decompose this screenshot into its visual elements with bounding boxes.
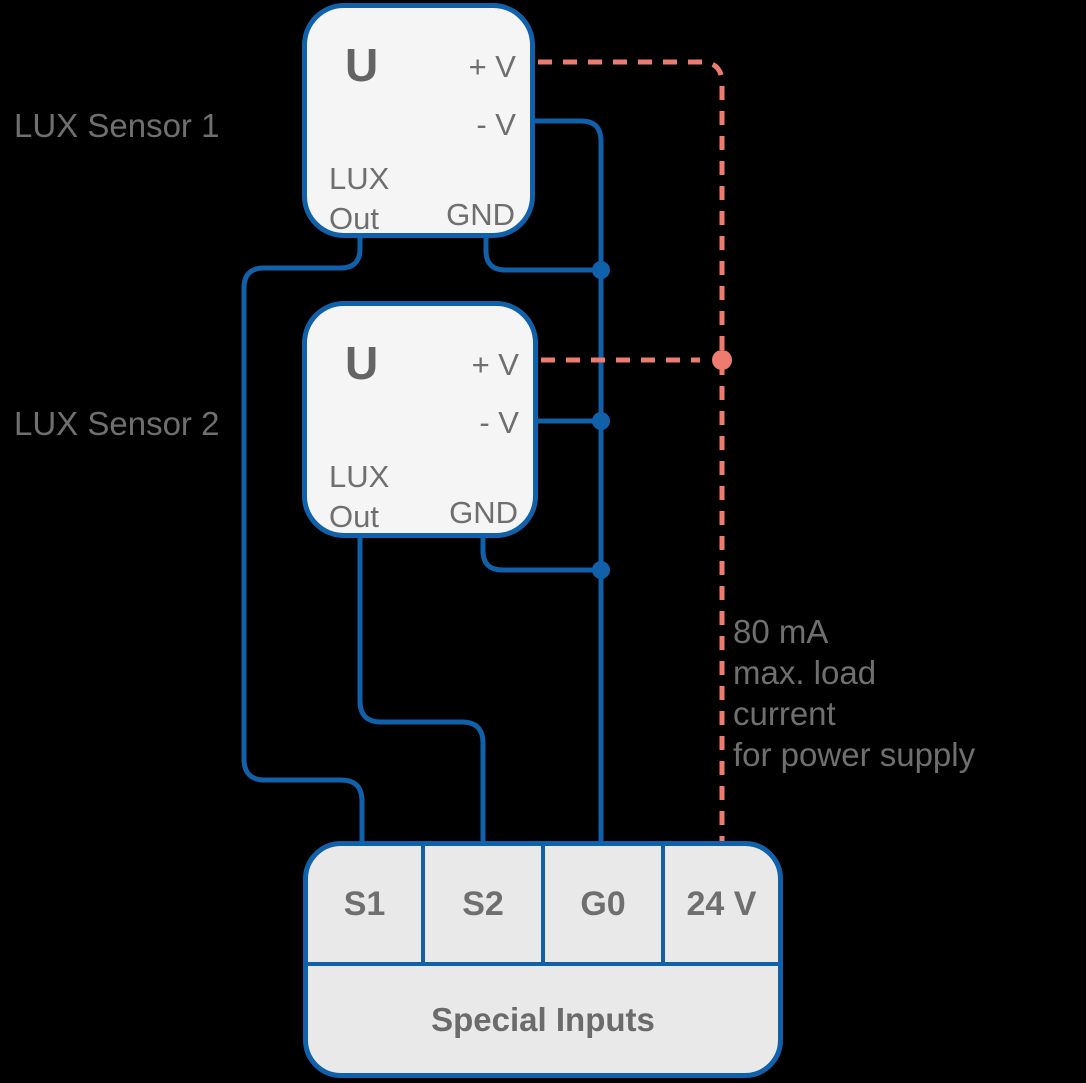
- terminal-divider-3: [661, 846, 665, 962]
- sensor1-pin-plus-v: + V: [468, 49, 516, 84]
- terminal-s2: S2: [462, 885, 504, 923]
- terminal-24v: 24 V: [686, 885, 757, 923]
- annotation-line-4: for power supply: [733, 736, 976, 773]
- junction-dot-power: [712, 350, 732, 370]
- wire-sensor2-gnd: [480, 535, 604, 573]
- terminal-divider-1: [421, 846, 425, 962]
- junction-dot-sensor2-gnd: [592, 561, 610, 579]
- sensor1-pin-lux-out-line2: Out: [329, 201, 379, 236]
- sensor1-pin-lux-out-line1: LUX: [329, 161, 390, 196]
- wire-sensor1-luxout-to-s1: [241, 235, 365, 845]
- wire-sensor1-minusv-to-g0-rail: [532, 118, 604, 845]
- sensor1-name-label: LUX Sensor 1: [14, 107, 220, 144]
- junction-dot-sensor1-gnd: [592, 261, 610, 279]
- wire-sensor2-luxout-to-s2: [357, 535, 486, 845]
- sensor1-box: U + V - V LUX Out GND: [302, 3, 535, 238]
- junction-dot-sensor2-minusv: [592, 412, 610, 430]
- terminal-row-divider: [308, 962, 778, 966]
- sensor2-pin-lux-out-line1: LUX: [329, 459, 390, 494]
- terminal-divider-2: [541, 846, 545, 962]
- sensor2-type-label: U: [345, 337, 379, 389]
- sensor1-pin-minus-v: - V: [476, 107, 516, 142]
- power-supply-annotation: 80 mA max. load current for power supply: [733, 611, 975, 775]
- terminal-block-title: Special Inputs: [431, 1001, 655, 1038]
- annotation-line-3: current: [733, 695, 836, 732]
- sensor2-name-label: LUX Sensor 2: [14, 405, 220, 442]
- sensor2-pin-minus-v: - V: [479, 405, 519, 440]
- terminal-s1: S1: [343, 885, 386, 923]
- wire-power-sensor1-plusv-to-24v: [538, 59, 725, 842]
- sensor2-box: U + V - V LUX Out GND: [302, 301, 538, 538]
- annotation-line-1: 80 mA: [733, 613, 829, 650]
- sensor2-pin-plus-v: + V: [471, 347, 519, 382]
- sensor2-pin-gnd: GND: [449, 495, 518, 530]
- annotation-line-2: max. load: [733, 654, 877, 691]
- special-inputs-terminal-block: S1 S2 G0 24 V Special Inputs: [303, 841, 783, 1078]
- sensor1-type-label: U: [345, 39, 379, 91]
- sensor1-pin-gnd: GND: [446, 197, 515, 232]
- terminal-g0: G0: [580, 885, 626, 923]
- wire-sensor1-gnd: [483, 235, 604, 273]
- sensor2-pin-lux-out-line2: Out: [329, 499, 379, 534]
